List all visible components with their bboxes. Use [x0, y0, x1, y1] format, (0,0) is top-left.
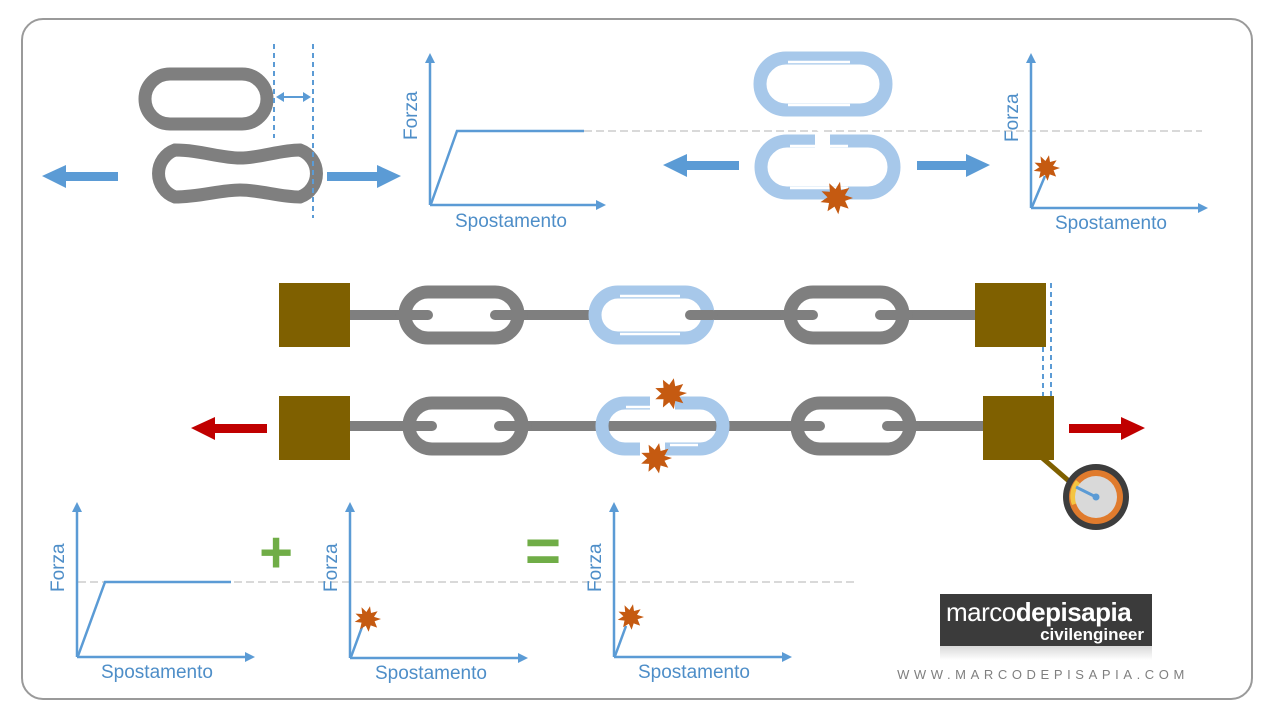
logo-reflection	[940, 646, 1152, 660]
burst-icon	[1033, 155, 1060, 181]
brittle-curve	[613, 625, 628, 657]
brittle-curve	[349, 626, 364, 658]
elongation-dimension-icon	[276, 92, 311, 102]
arrow-left-icon	[663, 154, 739, 177]
logo-name-bold: depisapia	[1015, 597, 1132, 627]
arrow-left-icon	[42, 165, 118, 188]
arrow-right-icon	[327, 165, 401, 188]
arrow-right-icon	[917, 154, 990, 177]
website-url: WWW.MARCODEPISAPIA.COM	[897, 667, 1189, 682]
stretched-link	[152, 143, 323, 204]
equals-icon: =	[525, 517, 561, 586]
upper-brittle-link	[753, 51, 893, 117]
brittle-curve	[1030, 175, 1047, 208]
bottom-result-chart: Forza Spostamento	[585, 502, 792, 683]
burst-icon	[655, 378, 687, 410]
gauge-icon	[1038, 454, 1129, 530]
right-anchor-block-displaced	[983, 396, 1054, 460]
logo: marcodepisapia civilengineer	[940, 594, 1152, 646]
x-axis-label: Spostamento	[101, 662, 213, 683]
crack-gap	[814, 124, 828, 149]
left-anchor-block	[279, 283, 350, 347]
arrow-left-icon	[191, 417, 267, 440]
chain-loaded	[191, 378, 1145, 474]
ductile-curve	[76, 580, 231, 657]
right-anchor-block	[975, 283, 1046, 347]
arrow-right-icon	[1069, 417, 1145, 440]
plus-icon: +	[259, 520, 293, 585]
y-axis-label: Forza	[48, 543, 69, 592]
burst-icon	[820, 181, 853, 215]
x-axis-label: Spostamento	[638, 662, 750, 683]
ductile-link-illustration	[42, 44, 401, 218]
y-axis-label: Forza	[585, 543, 606, 592]
upper-link	[138, 67, 274, 131]
logo-subtitle: civilengineer	[1040, 625, 1144, 644]
brittle-force-displacement-chart: Forza Spostamento	[1002, 53, 1208, 234]
burst-icon	[641, 443, 672, 474]
bottom-ductile-chart: Forza Spostamento	[48, 502, 255, 683]
x-axis-label: Spostamento	[455, 211, 567, 232]
x-axis-label: Spostamento	[375, 663, 487, 684]
burst-icon	[617, 604, 644, 630]
y-axis-label: Forza	[401, 91, 422, 140]
y-axis-label: Forza	[1002, 93, 1023, 142]
x-axis-label: Spostamento	[1055, 213, 1167, 234]
broken-brittle-link	[754, 134, 901, 200]
y-axis-label: Forza	[321, 543, 342, 592]
logo-name-regular: marco	[946, 597, 1016, 627]
burst-icon	[354, 606, 381, 632]
bottom-brittle-chart: Forza Spostamento	[321, 502, 528, 684]
ductile-curve	[429, 129, 584, 205]
left-anchor-block	[279, 396, 350, 460]
chain-unloaded	[279, 283, 1052, 398]
ductile-force-displacement-chart: Forza Spostamento	[401, 53, 606, 232]
brittle-link-illustration	[663, 51, 990, 215]
broken-weak-link	[595, 396, 730, 456]
